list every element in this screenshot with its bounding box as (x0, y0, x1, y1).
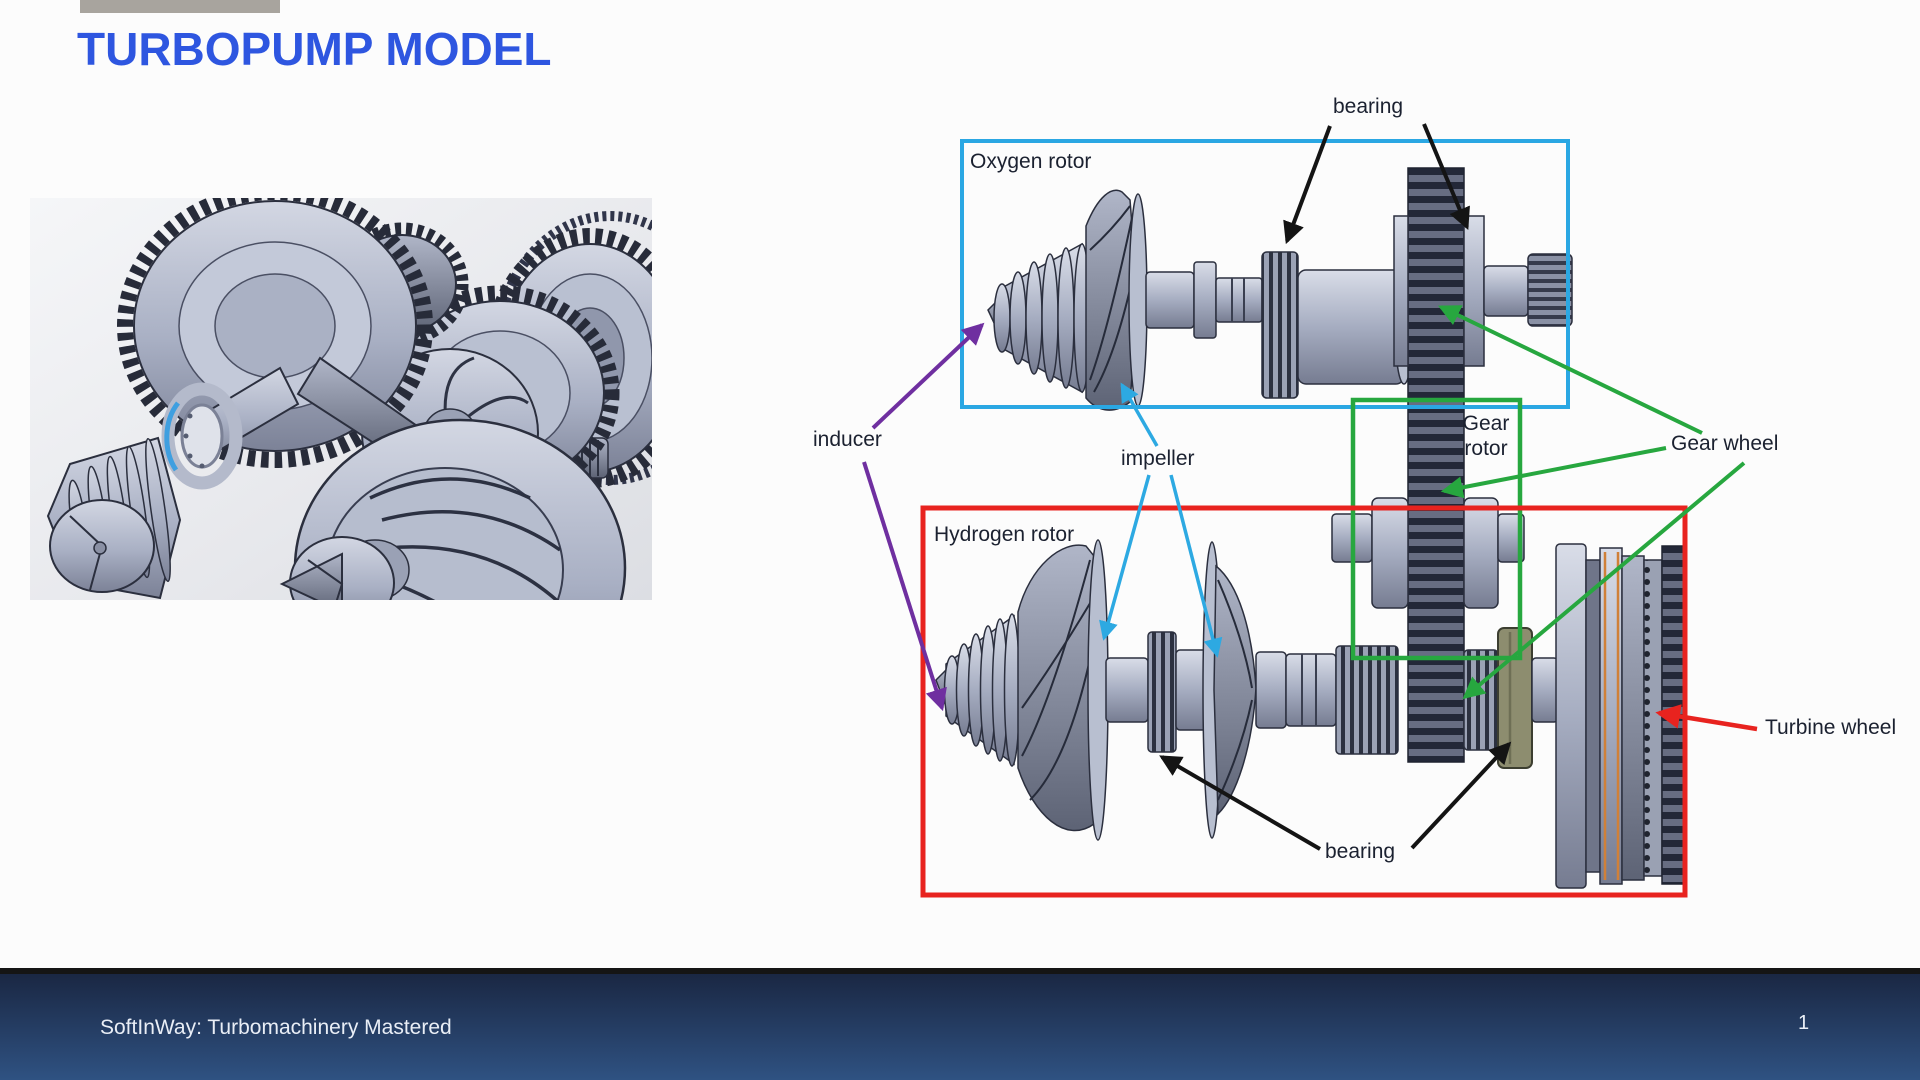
turbine-callout-arrow (1655, 704, 1758, 732)
hydrogen-shaft-right (1285, 653, 1337, 727)
cad-render (30, 198, 652, 600)
footer-bar: SoftInWay: Turbomachinery Mastered 1 (0, 974, 1920, 1080)
hydrogen-bearing-mid (1147, 631, 1177, 753)
oxygen-bearing (1261, 251, 1299, 399)
cad-inducer (46, 436, 182, 600)
inducer-callout-arrows (862, 322, 985, 712)
impeller-callout-arrows (1099, 382, 1223, 658)
rotor-diagram-svg (862, 123, 1758, 898)
label-bearing-bottom: bearing (1325, 840, 1396, 863)
cad-svg (30, 198, 652, 600)
cad-big-impeller (279, 418, 627, 600)
rotor-diagram (660, 60, 1920, 920)
hydrogen-inducer (935, 613, 1021, 767)
cad-bearing-ring (161, 382, 243, 490)
footer-divider (0, 968, 1920, 974)
hydrogen-rotor-box (920, 505, 1688, 898)
gear-rotor-box (1350, 397, 1523, 661)
gear-strip (1407, 167, 1465, 763)
oxygen-inducer (987, 242, 1091, 394)
label-impeller: impeller (1121, 447, 1195, 470)
label-inducer: inducer (813, 428, 882, 451)
label-oxygen-rotor: Oxygen rotor (970, 150, 1092, 173)
label-turbine-wheel: Turbine wheel (1765, 716, 1897, 739)
oxygen-shaft (1145, 261, 1263, 339)
gear-wheel-callout-arrows (1438, 305, 1746, 700)
oxygen-rotor-box (960, 139, 1570, 409)
hydrogen-impeller-2 (1202, 541, 1287, 839)
label-bearing-top: bearing (1333, 95, 1404, 118)
oxygen-impeller (1085, 189, 1148, 411)
label-gear-wheel: Gear wheel (1671, 432, 1779, 455)
page-title: TURBOPUMP MODEL (77, 23, 552, 75)
gear-rotor-shaft (1331, 497, 1525, 609)
title-accent-bar (80, 0, 280, 13)
label-gear-rotor: Gear rotor (1462, 412, 1510, 460)
hydrogen-impeller-1 (1017, 539, 1109, 841)
page-number: 1 (1798, 1012, 1810, 1034)
hydrogen-shaft-left (1105, 657, 1149, 723)
bearing-callout-arrows (1159, 123, 1512, 851)
label-hydrogen-rotor: Hydrogen rotor (934, 523, 1075, 546)
oxygen-gear-hub (1393, 215, 1573, 367)
footer-branding: SoftInWay: Turbomachinery Mastered (100, 1016, 452, 1039)
